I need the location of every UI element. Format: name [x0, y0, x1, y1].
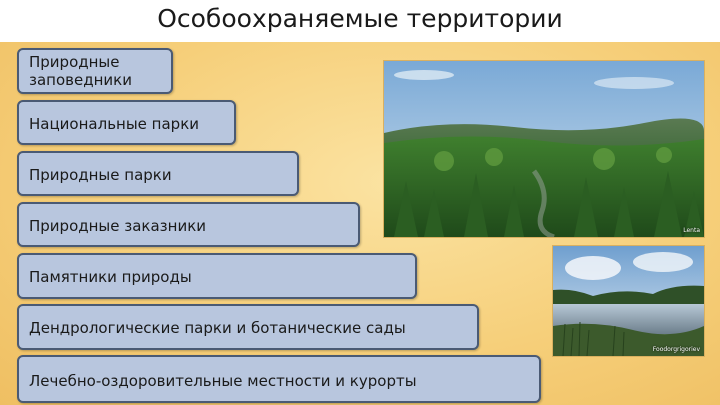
item-natural-monuments: Памятники природы [17, 253, 417, 299]
item-nature-sanctuaries: Природные заказники [17, 202, 360, 247]
item-nature-reserves-line2: заповедники [29, 71, 132, 89]
lake-photo-image [553, 246, 704, 356]
forest-photo: Lenta [383, 60, 705, 238]
slide-title: Особоохраняемые территории [157, 4, 563, 33]
forest-photo-image [384, 61, 704, 237]
forest-photo-credit: Lenta [683, 227, 700, 234]
item-health-resorts-label: Лечебно-оздоровительные местности и куро… [29, 372, 417, 390]
item-nature-parks: Природные парки [17, 151, 299, 196]
item-national-parks: Национальные парки [17, 100, 236, 145]
item-botanical-gardens: Дендрологические парки и ботанические са… [17, 304, 479, 350]
lake-photo-credit: Foodorgrigoriev [652, 346, 700, 353]
item-national-parks-label: Национальные парки [29, 115, 200, 133]
item-nature-parks-label: Природные парки [29, 166, 172, 184]
item-nature-reserves-line1: Природные [29, 53, 120, 71]
item-nature-reserves: Природные заповедники [17, 48, 173, 94]
lake-photo: Foodorgrigoriev [552, 245, 705, 357]
item-nature-sanctuaries-label: Природные заказники [29, 217, 207, 235]
item-botanical-gardens-label: Дендрологические парки и ботанические са… [29, 319, 406, 337]
title-bar [0, 0, 720, 42]
item-natural-monuments-label: Памятники природы [29, 268, 192, 286]
item-health-resorts: Лечебно-оздоровительные местности и куро… [17, 355, 541, 403]
